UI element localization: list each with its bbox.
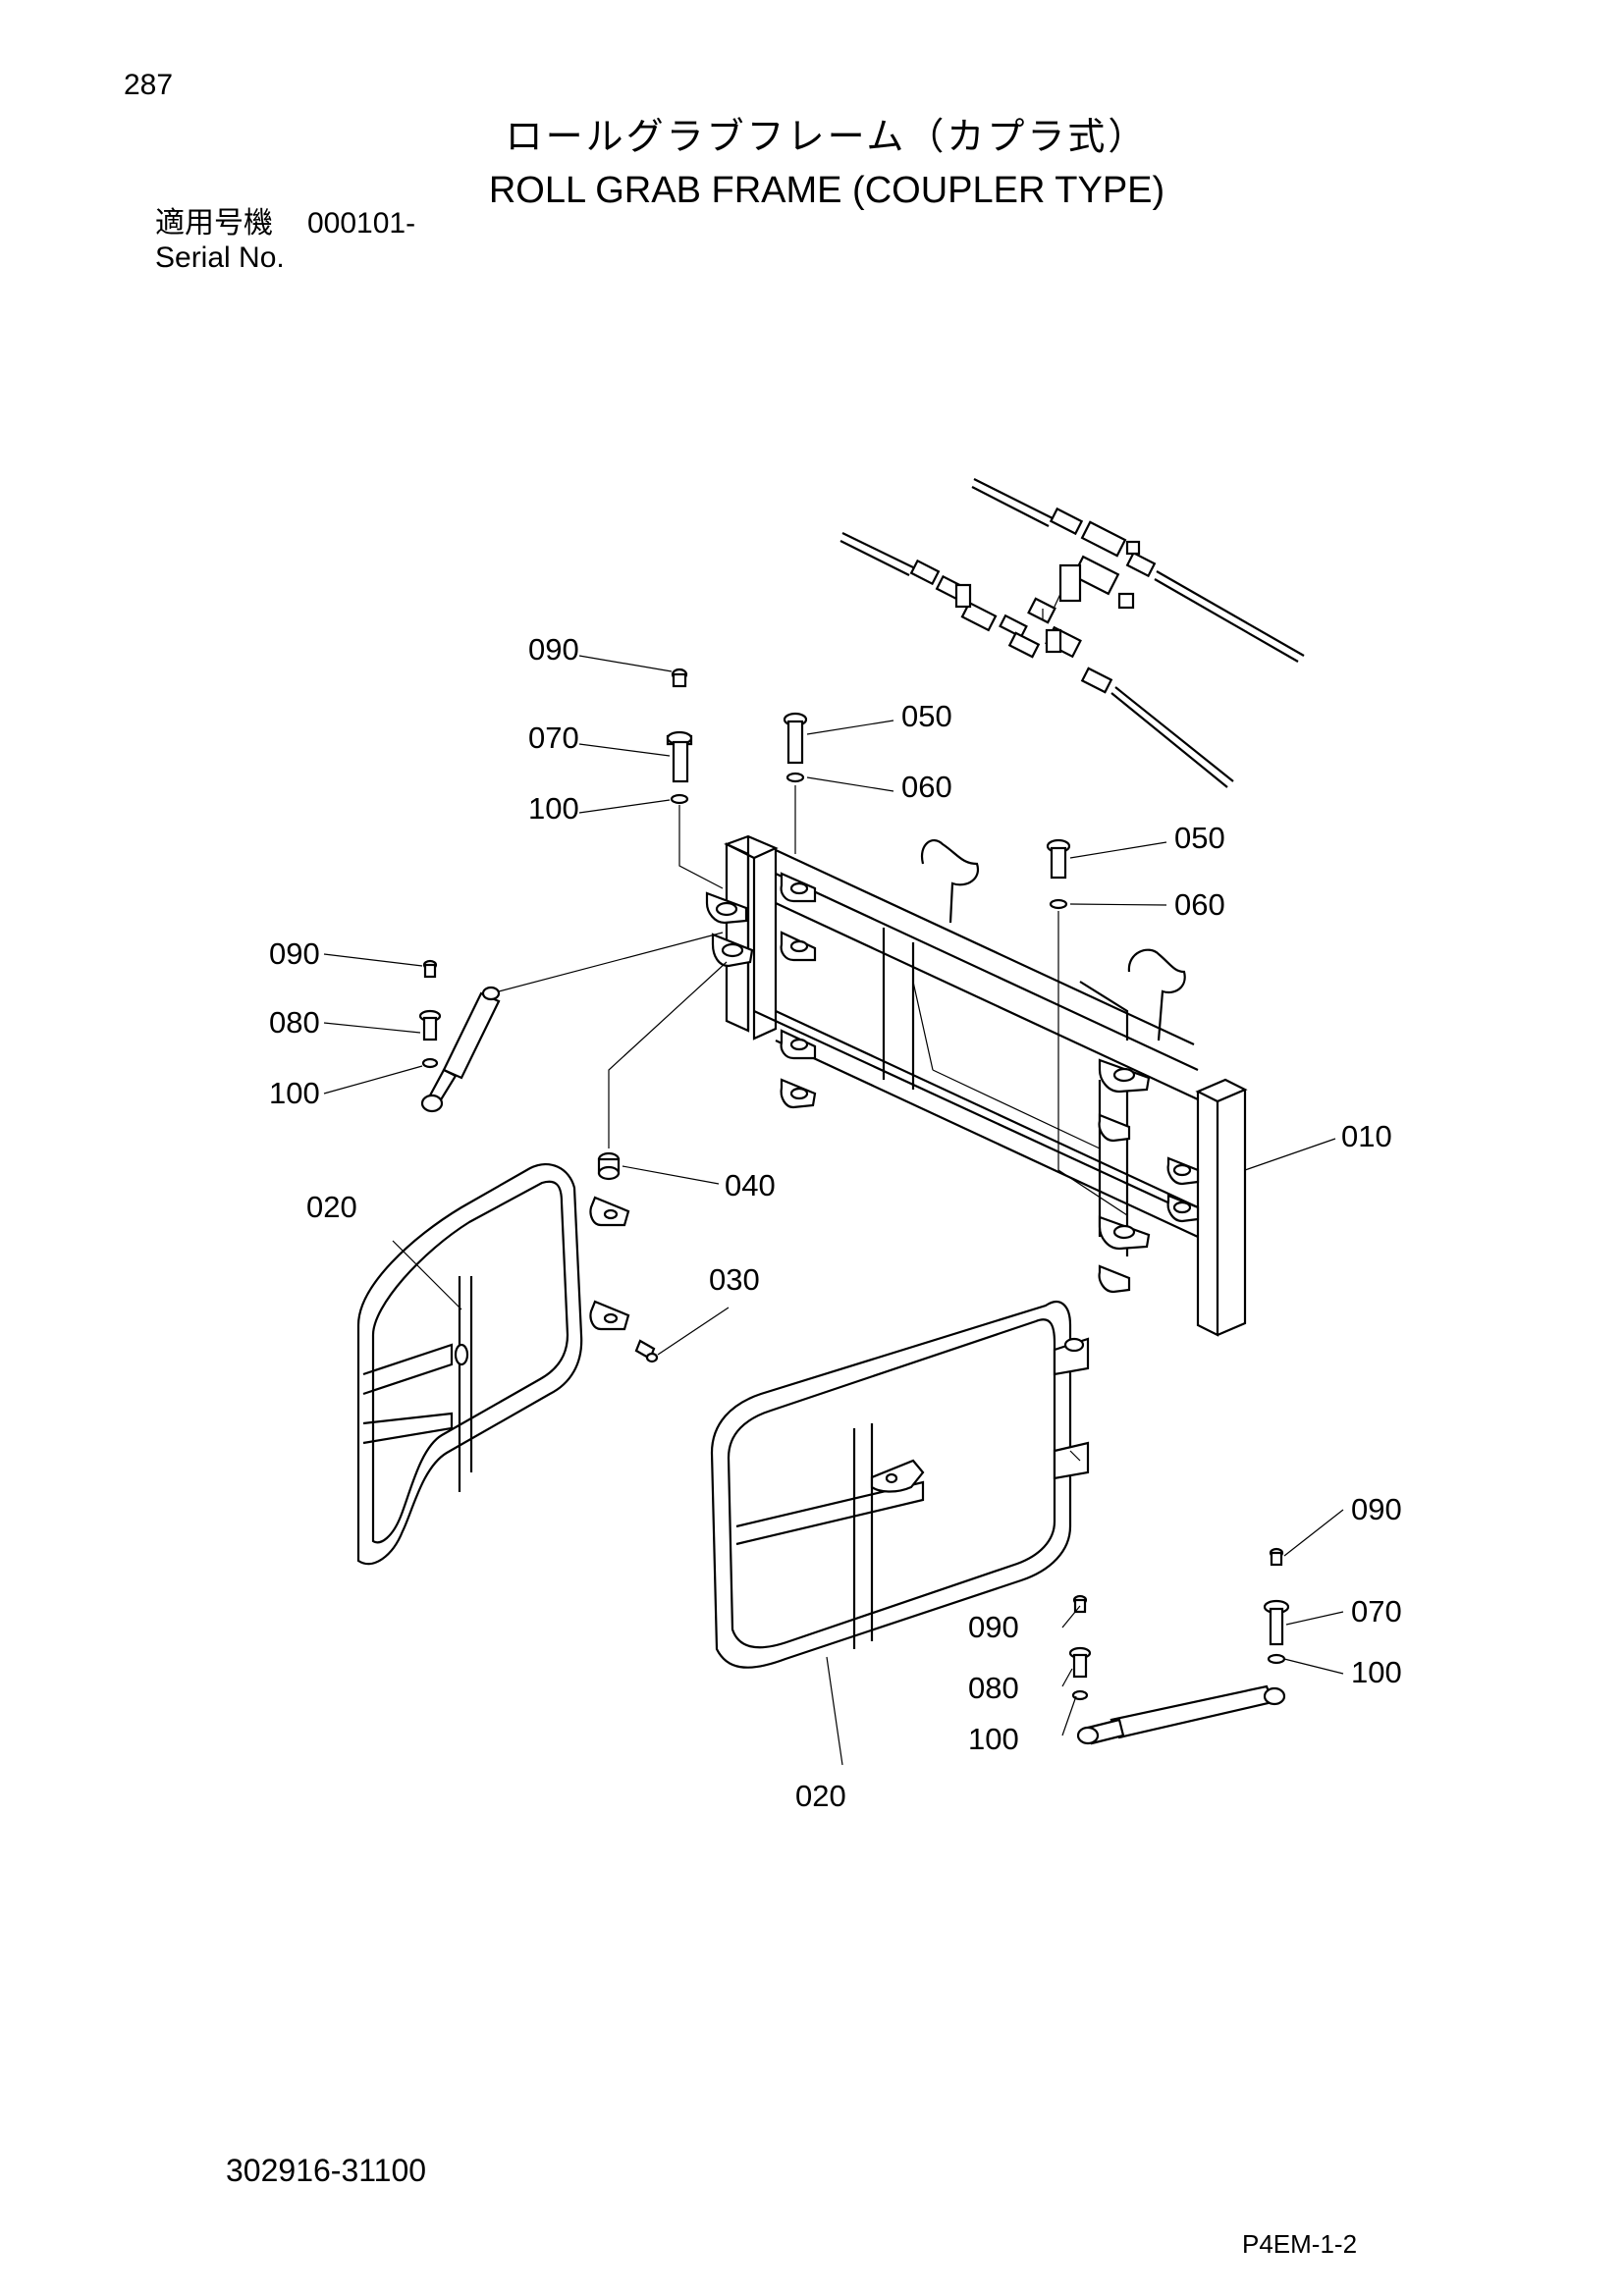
right-grab-arm-020 [710, 1301, 1090, 1669]
callout-label: 070 [528, 721, 579, 755]
callout-label: 050 [901, 699, 952, 733]
callout-label: 060 [901, 770, 952, 804]
callout-label: 040 [725, 1168, 776, 1202]
main-frame-010 [705, 834, 1248, 1337]
callout-label: 100 [269, 1076, 320, 1110]
callout-label: 020 [795, 1779, 846, 1813]
callout-label: 070 [1351, 1594, 1402, 1629]
serial-label-english: Serial No. [155, 241, 285, 274]
callout-label: 080 [269, 1005, 320, 1040]
callout-label: 010 [1341, 1119, 1392, 1153]
callout-label: 020 [306, 1190, 357, 1224]
frame-lugs [705, 872, 1200, 1294]
leader-lines [323, 655, 1344, 1766]
page-title-japanese: ロールグラブフレーム（カプラ式） [505, 115, 1149, 158]
callout-label: 060 [1174, 887, 1225, 922]
callout-label: 090 [968, 1610, 1019, 1644]
sheet-code: P4EM-1-2 [1242, 2229, 1358, 2259]
callout-label: 090 [1351, 1492, 1402, 1526]
screw-030 [634, 1339, 659, 1363]
callout-labels: 090 070 100 050 060 050 060 090 080 100 … [269, 632, 1402, 1813]
serial-number-value: 000101- [307, 207, 416, 240]
drawing-number: 302916-31100 [226, 2153, 427, 2188]
serial-label-japanese: 適用号機 [155, 206, 273, 240]
callout-label: 100 [968, 1722, 1019, 1756]
pin-050-upper-center [783, 712, 808, 854]
callout-label: 090 [528, 632, 579, 667]
callout-label: 030 [709, 1262, 760, 1297]
callout-label: 100 [1351, 1655, 1402, 1689]
hydraulic-hose-assembly [839, 478, 1305, 788]
pin-070-upper-left [666, 667, 724, 889]
callout-label: 090 [269, 936, 320, 971]
callout-label: 100 [528, 791, 579, 826]
callout-label: 080 [968, 1671, 1019, 1705]
bushing-040 [597, 961, 728, 1181]
callout-label: 050 [1174, 821, 1225, 855]
left-grab-arm-020 [356, 1163, 630, 1566]
left-hydraulic-cylinder [418, 932, 724, 1113]
pin-050-right [1046, 838, 1128, 1216]
page-title-english: ROLL GRAB FRAME (COUPLER TYPE) [488, 170, 1165, 211]
right-hydraulic-cylinder [1068, 1547, 1290, 1745]
page-number: 287 [124, 69, 174, 101]
